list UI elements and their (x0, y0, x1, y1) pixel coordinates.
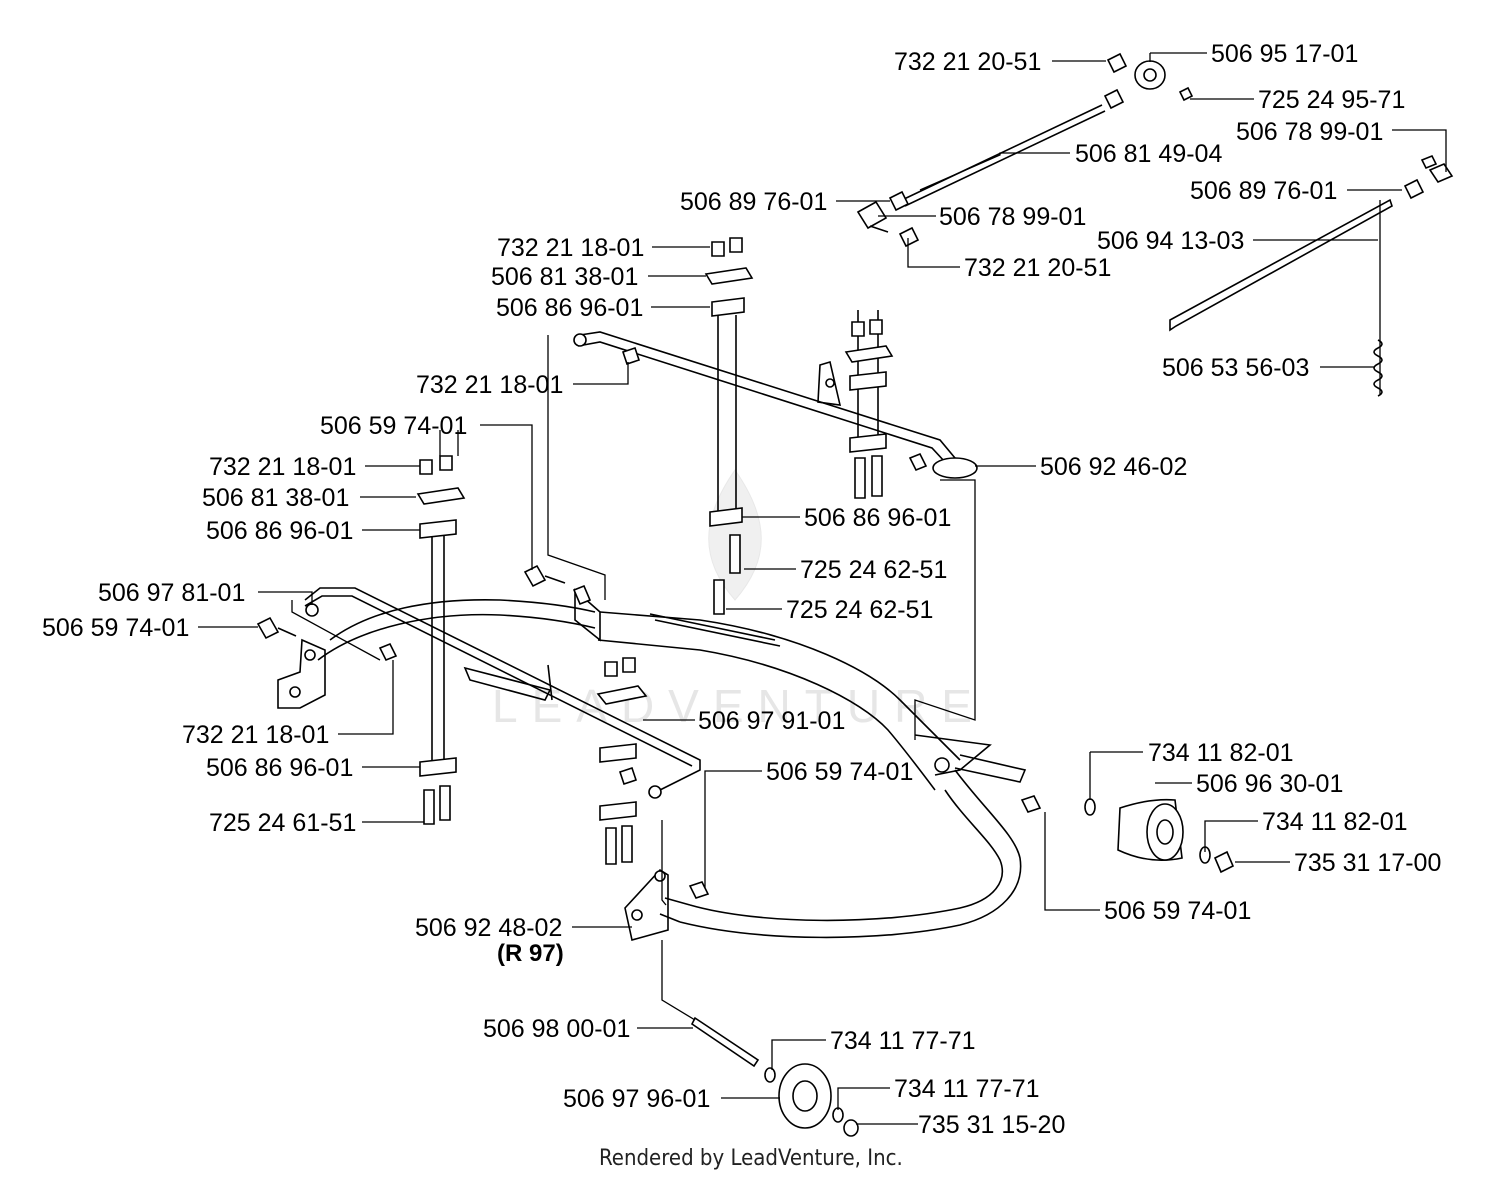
part-label: 725 24 61-51 (209, 809, 356, 837)
footer-credit: Rendered by LeadVenture, Inc. (599, 1146, 903, 1171)
part-label: 506 95 17-01 (1211, 40, 1358, 68)
part-label: 506 96 30-01 (1196, 770, 1343, 798)
part-label: 506 86 96-01 (496, 294, 643, 322)
part-label: 506 86 96-01 (206, 517, 353, 545)
part-label: 734 11 77-71 (830, 1027, 976, 1055)
hanger-center (596, 657, 648, 865)
hanger-left (416, 455, 466, 825)
part-label: 732 21 18-01 (497, 234, 644, 262)
part-label: 506 89 76-01 (1190, 177, 1337, 205)
part-label: 735 31 17-00 (1294, 849, 1441, 877)
part-label: 506 86 96-01 (804, 504, 951, 532)
upper-linkage (856, 52, 1454, 397)
part-label: 506 98 00-01 (483, 1015, 630, 1043)
part-labels: 732 21 20-51 506 95 17-01 725 24 95-71 5… (42, 40, 1441, 1139)
lift-rod-upper (573, 331, 978, 479)
part-label: 506 59 74-01 (42, 614, 189, 642)
part-label: 725 24 62-51 (786, 596, 933, 624)
part-label: 506 97 91-01 (698, 707, 845, 735)
part-label: 732 21 18-01 (182, 721, 329, 749)
part-label: 506 59 74-01 (766, 758, 913, 786)
part-label: 732 21 18-01 (416, 371, 563, 399)
part-label: 506 78 99-01 (1236, 118, 1383, 146)
leader-lines (198, 52, 1447, 1125)
part-label: 506 59 74-01 (1104, 897, 1251, 925)
part-label: 735 31 15-20 (918, 1111, 1065, 1139)
part-label: 732 21 18-01 (209, 453, 356, 481)
part-label: 506 97 81-01 (98, 579, 245, 607)
part-label: 732 21 20-51 (964, 254, 1111, 282)
part-label: 734 11 82-01 (1262, 808, 1408, 836)
part-label: 725 24 95-71 (1258, 86, 1405, 114)
part-label: 506 81 38-01 (491, 263, 638, 291)
part-label: 506 59 74-01 (320, 412, 467, 440)
part-label: 506 94 13-03 (1097, 227, 1244, 255)
part-label: 732 21 20-51 (894, 48, 1041, 76)
part-label: 506 78 99-01 (939, 203, 1086, 231)
part-label: 734 11 77-71 (894, 1075, 1040, 1103)
part-label: 506 53 56-03 (1162, 354, 1309, 382)
part-label: 506 81 38-01 (202, 484, 349, 512)
part-label: 506 92 48-02 (415, 914, 562, 942)
deck-frame (277, 588, 1027, 939)
part-label: 506 92 46-02 (1040, 453, 1187, 481)
hanger-right (844, 310, 894, 499)
part-label: 506 97 96-01 (563, 1085, 710, 1113)
part-label: 506 89 76-01 (680, 188, 827, 216)
part-label: 506 81 49-04 (1075, 140, 1222, 168)
hanger-middle (704, 237, 754, 615)
revision-label: (R 97) (497, 940, 564, 967)
part-label: 725 24 62-51 (800, 556, 947, 584)
fasteners (256, 564, 1042, 899)
wheels (624, 798, 1235, 1137)
lift-rod-left (304, 587, 701, 799)
part-label: 506 86 96-01 (206, 754, 353, 782)
part-label: 734 11 82-01 (1148, 739, 1294, 767)
